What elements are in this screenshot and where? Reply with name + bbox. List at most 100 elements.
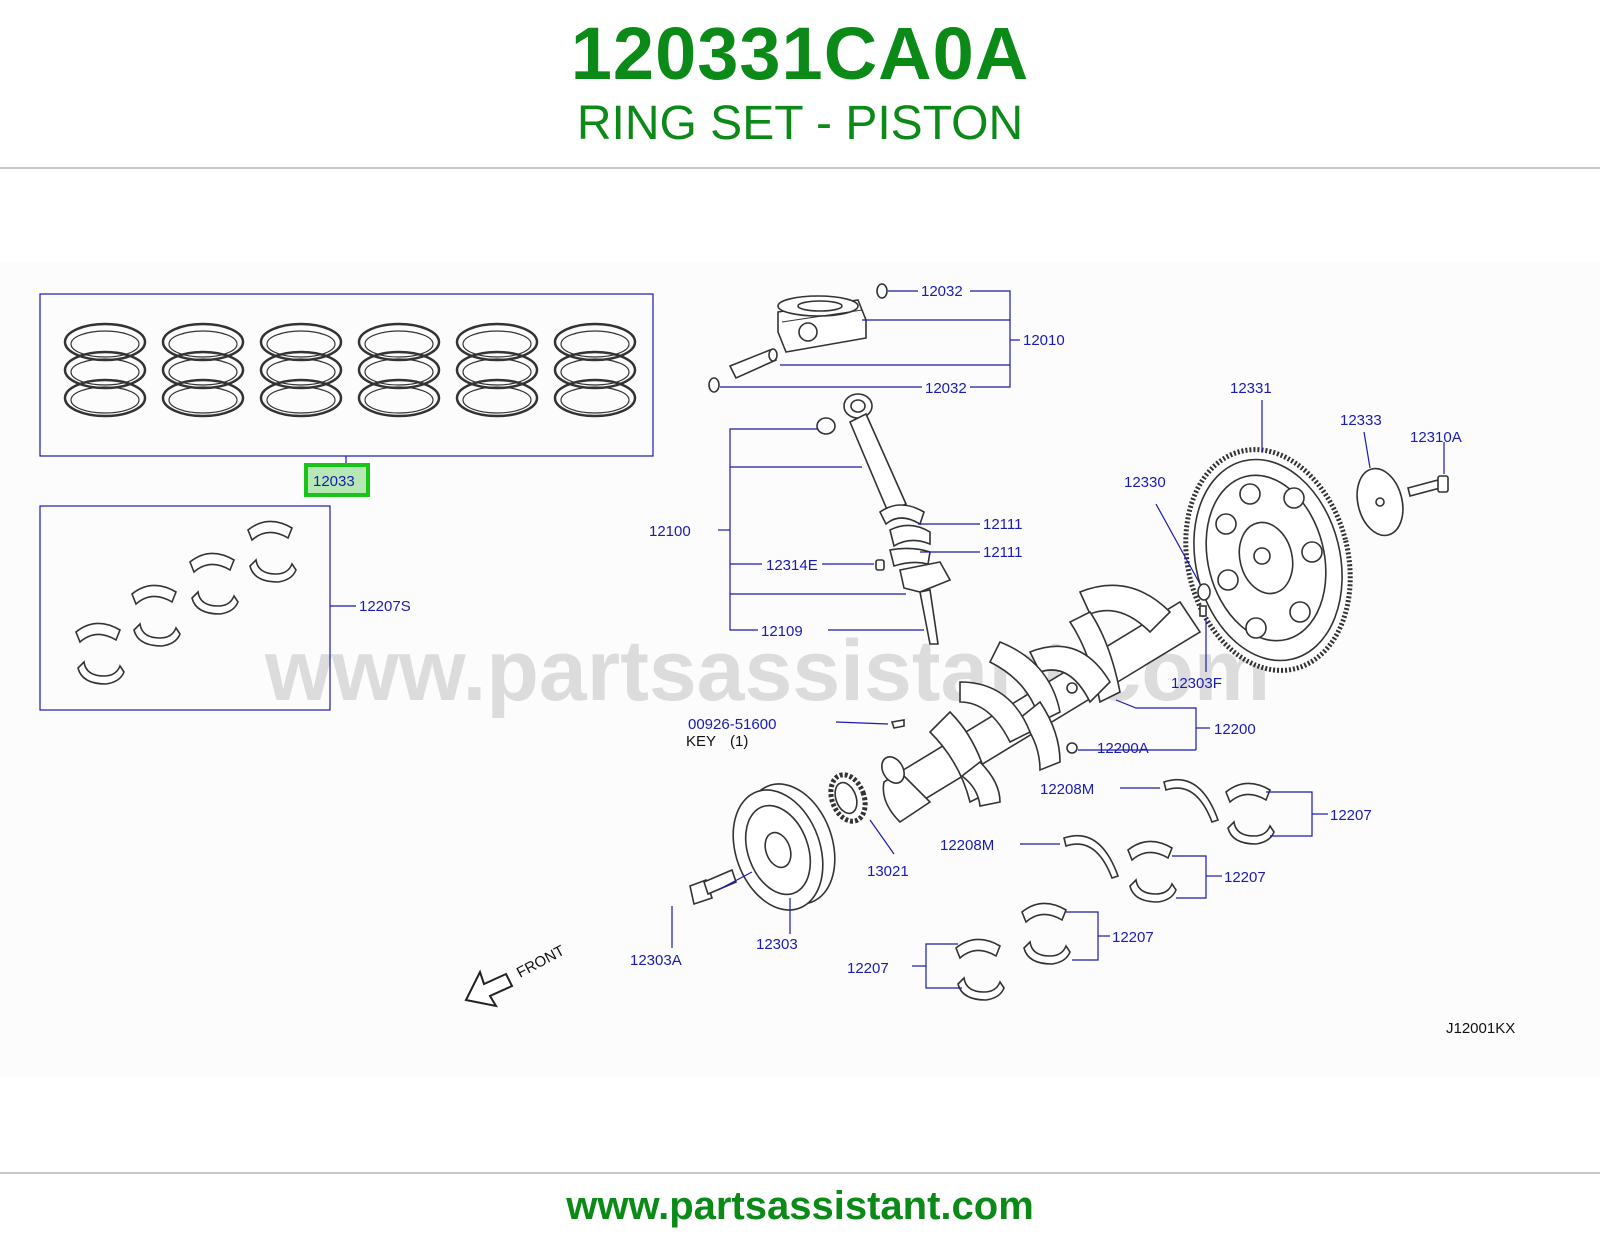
piston-ring-inner (70, 330, 140, 358)
part-number: 120331CA0A (570, 12, 1030, 95)
callout-12109[interactable]: 12109 (761, 623, 803, 640)
piston-ring (259, 378, 343, 418)
piston-rings-group (63, 322, 637, 418)
ring-set-box (39, 293, 654, 457)
piston-ring-inner (266, 330, 336, 358)
bearing-shell (247, 520, 297, 583)
front-arrow-icon (464, 969, 514, 1008)
piston-ring-inner (462, 330, 532, 358)
piston-ring (553, 322, 637, 362)
part-name: RING SET - PISTON (576, 97, 1024, 150)
main-bearing-shells (955, 782, 1275, 1001)
piston-ring-inner (168, 386, 238, 414)
bearing-shells-group (75, 520, 297, 685)
diagram-canvas: www.partsassistant.com 12033 12207S 1203… (39, 283, 1515, 1037)
callout-12208M-lower[interactable]: 12208M (940, 837, 994, 854)
piston-ring (161, 322, 245, 362)
callout-12207-c[interactable]: 12207 (1112, 929, 1154, 946)
piston-ring-inner (560, 330, 630, 358)
page-header: 120331CA0A RING SET - PISTON (0, 0, 1600, 170)
callout-12032-upper[interactable]: 12032 (921, 283, 963, 300)
crank-pulley (732, 783, 836, 911)
piston-ring (553, 378, 637, 418)
bearing-shell (75, 622, 125, 685)
flywheel-plate (1356, 467, 1404, 537)
callout-12333[interactable]: 12333 (1340, 412, 1382, 429)
piston-ring (357, 350, 441, 390)
footer-site: www.partsassistant.com (566, 1184, 1034, 1228)
piston-ring-inner (462, 358, 532, 386)
piston-ring-inner (266, 386, 336, 414)
pilot-bushing (1197, 583, 1211, 601)
callout-12033[interactable]: 12033 (313, 473, 355, 490)
callout-12303[interactable]: 12303 (756, 936, 798, 953)
piston-ring (455, 322, 539, 362)
callout-12310A[interactable]: 12310A (1410, 429, 1462, 446)
callout-12330[interactable]: 12330 (1124, 474, 1166, 491)
callout-12314E[interactable]: 12314E (766, 557, 818, 574)
crankshaft (881, 584, 1202, 824)
piston-ring (63, 322, 147, 362)
callout-12010[interactable]: 12010 (1023, 332, 1065, 349)
piston-ring-inner (168, 358, 238, 386)
flywheel-bolt (1407, 475, 1449, 497)
piston-ring-inner (70, 386, 140, 414)
callout-12033-highlight[interactable] (304, 463, 370, 497)
piston-ring (455, 350, 539, 390)
piston-ring-inner (168, 330, 238, 358)
thrust-washer-upper (1163, 778, 1220, 824)
callout-12111-lower[interactable]: 12111 (983, 544, 1023, 561)
dowel-pin (1199, 605, 1207, 617)
piston-ring (259, 322, 343, 362)
callout-12207-d[interactable]: 12207 (847, 960, 889, 977)
pulley-bolt (689, 868, 737, 906)
callout-12200A[interactable]: 12200A (1097, 740, 1149, 757)
crank-sprocket (828, 772, 868, 824)
piston-ring-inner (560, 358, 630, 386)
piston-ring-inner (462, 386, 532, 414)
bearing-set-box (39, 505, 331, 711)
key-quantity: (1) (730, 733, 748, 750)
piston-ring (63, 378, 147, 418)
piston-ring-inner (364, 330, 434, 358)
callout-00926-51600[interactable]: 00926-51600 (688, 716, 776, 733)
callout-12032-lower[interactable]: 12032 (925, 380, 967, 397)
main-bearing-shell (1127, 840, 1177, 903)
snap-ring-upper (876, 283, 888, 299)
main-bearing-shell (1021, 902, 1071, 965)
callout-13021[interactable]: 13021 (867, 863, 909, 880)
callout-12208M-upper[interactable]: 12208M (1040, 781, 1094, 798)
callout-12303F[interactable]: 12303F (1171, 675, 1222, 692)
crank-key (890, 719, 905, 729)
header-divider (0, 167, 1600, 169)
footer-divider (0, 1172, 1600, 1174)
key-label: KEY (686, 733, 716, 750)
callout-12200[interactable]: 12200 (1214, 721, 1256, 738)
callout-12303A[interactable]: 12303A (630, 952, 682, 969)
callout-12100[interactable]: 12100 (649, 523, 691, 540)
piston (777, 295, 867, 353)
piston-pin (728, 348, 778, 380)
callout-12207S[interactable]: 12207S (359, 598, 411, 615)
connecting-rod (816, 393, 952, 645)
snap-ring-lower (708, 377, 720, 393)
callout-12331[interactable]: 12331 (1230, 380, 1272, 397)
piston-ring (455, 378, 539, 418)
front-label: FRONT (514, 942, 568, 981)
callout-12111-upper[interactable]: 12111 (983, 516, 1023, 533)
piston-ring (63, 350, 147, 390)
piston-ring (357, 322, 441, 362)
callout-12207-b[interactable]: 12207 (1224, 869, 1266, 886)
callout-12207-a[interactable]: 12207 (1330, 807, 1372, 824)
thrust-washer-lower (1063, 834, 1120, 880)
piston-ring-inner (266, 358, 336, 386)
piston-ring (161, 350, 245, 390)
piston-ring-inner (70, 358, 140, 386)
main-bearing-shell (955, 938, 1005, 1001)
bearing-shell (131, 584, 181, 647)
main-bearing-shell (1225, 782, 1275, 845)
piston-ring-inner (364, 358, 434, 386)
bearing-shell (189, 552, 239, 615)
piston-ring-inner (560, 386, 630, 414)
piston-ring-inner (364, 386, 434, 414)
